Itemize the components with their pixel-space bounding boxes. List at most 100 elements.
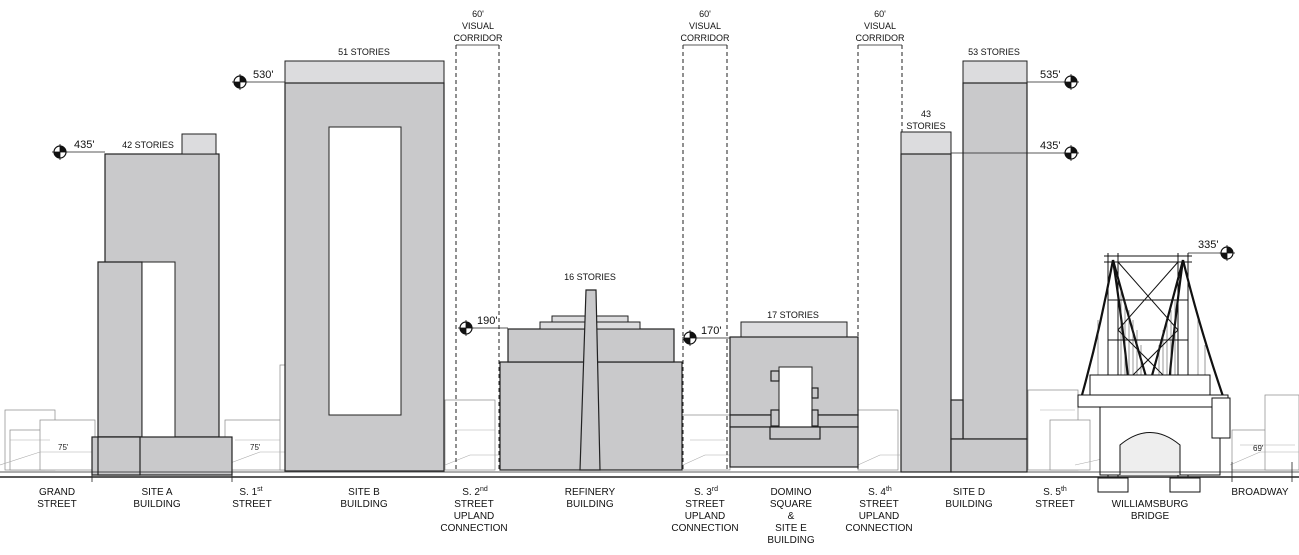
svg-text:STREET: STREET [37,499,76,510]
s2-height: 190' [477,315,497,327]
svg-text:UPLAND: UPLAND [859,511,900,522]
williamsburg-bridge [1077,253,1231,493]
s3-height: 170' [701,325,721,337]
svg-text:STREET: STREET [454,499,493,510]
refinery-stories: 16 STORIES [564,272,616,282]
label-s3-upland: S. 3rd STREET UPLAND CONNECTION [671,486,738,534]
svg-text:&: & [788,511,795,522]
svg-text:REFINERY: REFINERY [565,487,616,498]
elevation-marker-icon [681,329,699,347]
site-d-high-stories: 53 STORIES [968,47,1020,57]
height-marker-site-d-high: 535' [1027,69,1080,91]
label-domino: DOMINO SQUARE & SITE E BUILDING [767,487,814,546]
svg-text:SITE B: SITE B [348,487,380,498]
grand-context-height: 75' [58,443,69,452]
height-marker-site-a: 435' [51,139,105,161]
height-marker-s3: 170' [681,325,730,347]
svg-text:CONNECTION: CONNECTION [671,523,738,534]
site-a-stories: 42 STORIES [122,140,174,150]
svg-text:S. 1st: S. 1st [239,486,262,498]
label-s4-upland: S. 4th STREET UPLAND CONNECTION [845,486,912,534]
elevation-marker-icon [51,143,69,161]
bridge-height: 335' [1198,239,1218,251]
svg-text:DOMINO: DOMINO [770,487,811,498]
corridor-label-1: 60' VISUAL CORRIDOR [454,9,503,43]
corridor-3-width: 60' [874,9,886,19]
corridor-2-corridor: CORRIDOR [681,33,730,43]
svg-text:CONNECTION: CONNECTION [845,523,912,534]
elevation-marker-icon [1218,244,1236,262]
label-site-d: SITE D BUILDING [945,487,992,510]
site-d-high-height: 535' [1040,69,1060,81]
svg-text:BUILDING: BUILDING [767,535,814,546]
corridor-3-visual: VISUAL [864,21,896,31]
corridor-1-corridor: CORRIDOR [454,33,503,43]
svg-text:BUILDING: BUILDING [340,499,387,510]
label-grand-street: GRAND STREET [37,487,76,510]
height-marker-s2: 190' [457,315,508,337]
domino-site-e-building [729,321,859,468]
label-williamsburg-bridge: WILLIAMSBURG BRIDGE [1112,499,1189,522]
svg-text:WILLIAMSBURG: WILLIAMSBURG [1112,499,1189,510]
corridor-1-width: 60' [472,9,484,19]
context-buildings [4,364,1299,471]
svg-text:UPLAND: UPLAND [454,511,495,522]
svg-text:S. 2nd: S. 2nd [462,486,488,498]
corridor-label-3: 60' VISUAL CORRIDOR [856,9,905,43]
site-b-building [284,60,445,472]
svg-text:SITE A: SITE A [141,487,172,498]
svg-text:BUILDING: BUILDING [566,499,613,510]
broadway-context-height: 69' [1253,444,1264,453]
refinery-building [499,289,683,471]
ground-line [0,462,1299,482]
site-a-height: 435' [74,139,94,151]
svg-text:SITE E: SITE E [775,523,807,534]
site-d-low-stories-number: 43 [921,109,931,119]
site-a-building [91,133,233,476]
svg-text:SQUARE: SQUARE [770,499,813,510]
label-s5-street: S. 5th STREET [1035,486,1074,510]
site-d-low-height: 435' [1040,140,1060,152]
label-site-b: SITE B BUILDING [340,487,387,510]
height-marker-site-b: 530' [231,69,285,91]
svg-text:S. 5th: S. 5th [1043,486,1067,498]
svg-text:STREET: STREET [232,499,271,510]
corridor-2-visual: VISUAL [689,21,721,31]
svg-text:STREET: STREET [1035,499,1074,510]
elevation-marker-icon [231,73,249,91]
corridor-1-visual: VISUAL [462,21,494,31]
label-s1-street: S. 1st STREET [232,486,271,510]
svg-text:SITE D: SITE D [953,487,985,498]
domino-stories: 17 STORIES [767,310,819,320]
corridor-3-corridor: CORRIDOR [856,33,905,43]
svg-text:BUILDING: BUILDING [945,499,992,510]
corridor-label-2: 60' VISUAL CORRIDOR [681,9,730,43]
visual-corridors [455,44,903,470]
site-d-building [900,60,1028,473]
elevation-marker-icon [1062,73,1080,91]
label-broadway: BROADWAY [1231,487,1289,498]
height-marker-site-d-low: 435' [951,140,1080,162]
elevation-marker-icon [457,319,475,337]
svg-text:GRAND: GRAND [39,487,75,498]
svg-text:STREET: STREET [859,499,898,510]
svg-text:S. 4th: S. 4th [868,486,892,498]
site-b-height: 530' [253,69,273,81]
label-refinery: REFINERY BUILDING [565,487,616,510]
svg-text:BUILDING: BUILDING [133,499,180,510]
site-b-stories: 51 STORIES [338,47,390,57]
svg-text:BRIDGE: BRIDGE [1131,511,1170,522]
label-site-a: SITE A BUILDING [133,487,180,510]
svg-text:CONNECTION: CONNECTION [440,523,507,534]
height-marker-bridge: 335' [1188,239,1236,262]
site-d-low-stories-word: STORIES [906,121,945,131]
svg-text:UPLAND: UPLAND [685,511,726,522]
svg-text:STREET: STREET [685,499,724,510]
elevation-marker-icon [1062,144,1080,162]
svg-text:BROADWAY: BROADWAY [1231,487,1289,498]
corridor-2-width: 60' [699,9,711,19]
label-s2-upland: S. 2nd STREET UPLAND CONNECTION [440,486,507,534]
s1-context-height: 75' [250,443,261,452]
